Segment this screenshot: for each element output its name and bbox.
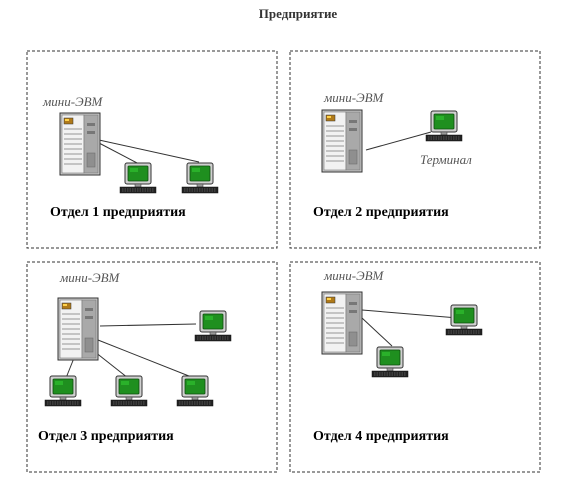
diagram-title: Предприятие (259, 6, 338, 21)
department-1: мини-ЭВМ Отдел 1 предприятия (26, 50, 278, 249)
terminal-icon (194, 310, 232, 342)
terminal-icon (119, 162, 157, 194)
department-label: Отдел 1 предприятия (50, 205, 186, 220)
connection-line (99, 323, 197, 327)
connection-line (97, 339, 195, 379)
department-4: мини-ЭВМ Отдел 4 предприятия (289, 261, 541, 473)
mini-computer-icon (59, 112, 101, 176)
computer-label: мини-ЭВМ (323, 268, 385, 283)
department-label: Отдел 3 предприятия (38, 429, 174, 444)
connection-line (98, 139, 200, 163)
terminal-icon (44, 375, 82, 407)
department-frame (289, 261, 541, 473)
terminal-icon (425, 110, 463, 142)
terminal-label: Терминал (420, 152, 472, 167)
terminal-icon (176, 375, 214, 407)
computer-label: мини-ЭВМ (42, 94, 104, 109)
department-frame (289, 50, 541, 249)
mini-computer-icon (321, 109, 363, 173)
terminal-icon (110, 375, 148, 407)
terminal-icon (181, 162, 219, 194)
department-label: Отдел 2 предприятия (313, 205, 449, 220)
connection-line (98, 142, 140, 165)
computer-label: мини-ЭВМ (59, 270, 121, 285)
connection-line (365, 131, 432, 151)
department-frame (26, 50, 278, 249)
terminal-icon (445, 304, 483, 336)
department-label: Отдел 4 предприятия (313, 429, 449, 444)
connection-line (361, 309, 459, 319)
mini-computer-icon (57, 297, 99, 361)
connection-line (361, 317, 393, 347)
terminal-icon (371, 346, 409, 378)
department-3: мини-ЭВМ Отдел 3 предприятия (26, 261, 278, 473)
department-frame (26, 261, 278, 473)
mini-computer-icon (321, 291, 363, 355)
department-2: мини-ЭВМ Терминал Отдел 2 предприятия (289, 50, 541, 249)
computer-label: мини-ЭВМ (323, 90, 385, 105)
